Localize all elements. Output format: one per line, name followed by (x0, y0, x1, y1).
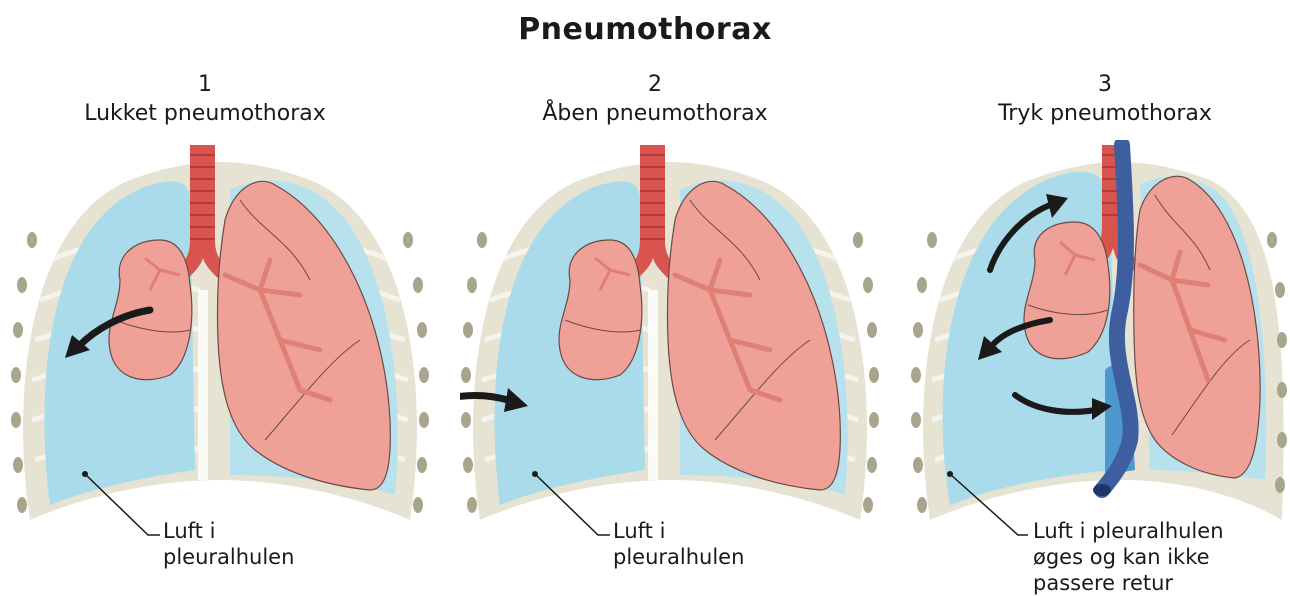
panel-2-figure (460, 140, 880, 540)
panel-1-figure (10, 140, 430, 540)
panel-2-heading: 2 Åben pneumothorax (490, 70, 820, 128)
caption-line: passere retur (1033, 570, 1224, 596)
caption-line: Luft i (163, 518, 294, 544)
caption-line: pleuralhulen (613, 544, 744, 570)
panel-3-heading: 3 Tryk pneumothorax (940, 70, 1270, 128)
panel-2-label: Åben pneumothorax (542, 101, 767, 126)
caption-line: øges og kan ikke (1033, 544, 1224, 570)
panel-1-label: Lukket pneumothorax (84, 101, 326, 126)
collapsed-left-lung (1024, 222, 1110, 359)
caption-line: Luft i (613, 518, 744, 544)
panel-2-number: 2 (490, 70, 820, 99)
diagram-title: Pneumothorax (0, 12, 1290, 47)
panel-3-caption: Luft i pleuralhulen øges og kan ikke pas… (1033, 518, 1224, 596)
panel-3-label: Tryk pneumothorax (998, 101, 1212, 126)
panel-3-figure (910, 140, 1290, 540)
caption-line: pleuralhulen (163, 544, 294, 570)
panel-3-number: 3 (940, 70, 1270, 99)
panel-1-heading: 1 Lukket pneumothorax (40, 70, 370, 128)
caption-line: Luft i pleuralhulen (1033, 518, 1224, 544)
panel-1-number: 1 (40, 70, 370, 99)
panel-1-caption: Luft i pleuralhulen (163, 518, 294, 570)
panel-2-caption: Luft i pleuralhulen (613, 518, 744, 570)
collapsed-left-lung (559, 240, 642, 380)
midline (648, 290, 658, 480)
midline (198, 290, 208, 480)
